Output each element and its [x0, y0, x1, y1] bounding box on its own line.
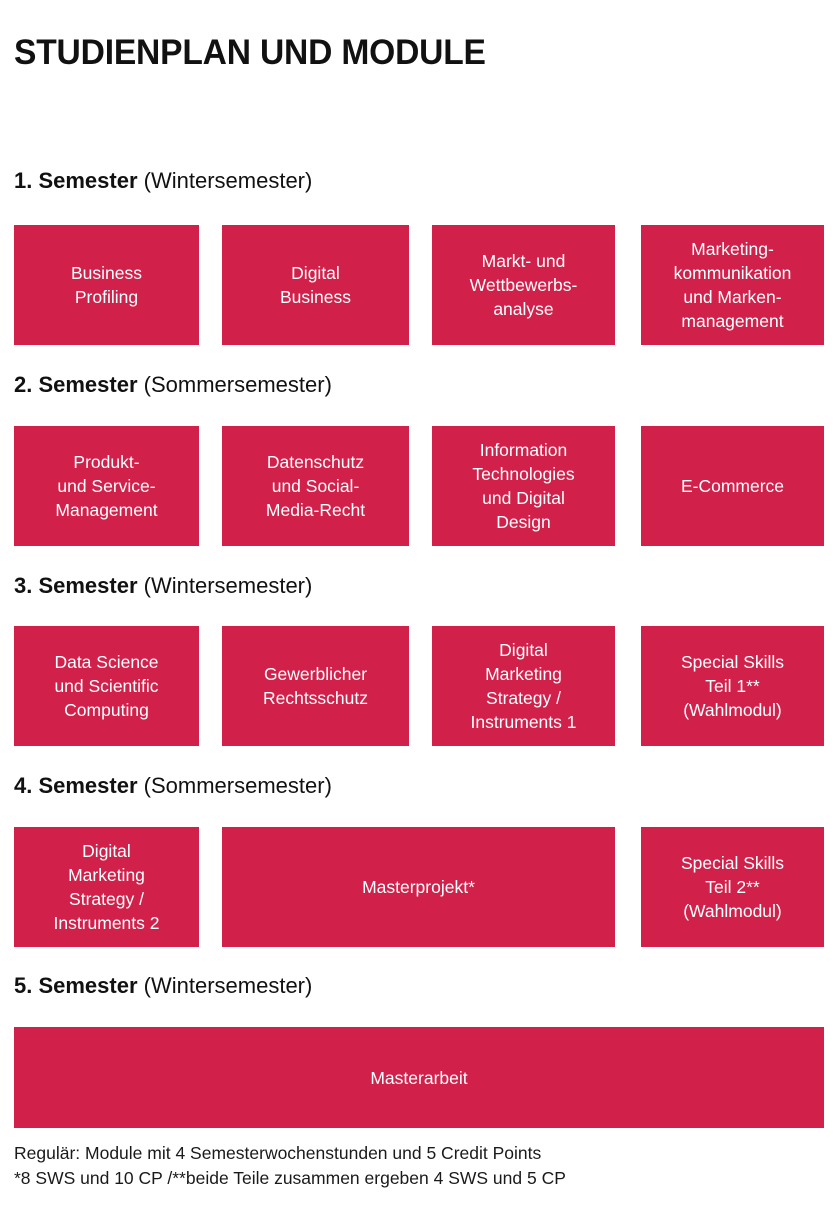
semester-term-3: (Wintersemester): [137, 573, 313, 598]
semester-heading-3: 3. Semester (Wintersemester): [14, 573, 312, 599]
page-title: STUDIENPLAN UND MODULE: [14, 33, 486, 73]
module-box[interactable]: Information Technologies und Digital Des…: [432, 426, 615, 546]
module-label: Digital Business: [279, 263, 351, 307]
semester-term-1: (Wintersemester): [137, 168, 313, 193]
module-label: Markt- und Wettbewerbs- analyse: [469, 251, 578, 319]
module-box[interactable]: Special Skills Teil 2** (Wahlmodul): [641, 827, 824, 947]
module-box[interactable]: Markt- und Wettbewerbs- analyse: [432, 225, 615, 345]
module-label: Marketing- kommunikation und Marken- man…: [673, 239, 792, 331]
module-label: Masterarbeit: [370, 1067, 468, 1088]
footnote-line: Regulär: Module mit 4 Semesterwochenstun…: [14, 1143, 542, 1163]
footnote-line: *8 SWS und 10 CP /**beide Teile zusammen…: [14, 1168, 566, 1188]
module-label: Produkt- und Service- Management: [55, 452, 158, 520]
semester-label-3: 3. Semester: [14, 573, 138, 598]
semester-label-4: 4. Semester: [14, 773, 138, 798]
module-label: Special Skills Teil 2** (Wahlmodul): [680, 853, 785, 921]
module-label: Datenschutz und Social- Media-Recht: [265, 452, 366, 520]
module-box[interactable]: Digital Business: [222, 225, 409, 345]
semester-label-1: 1. Semester: [14, 168, 138, 193]
module-label: Digital Marketing Strategy / Instruments…: [470, 640, 577, 732]
module-box[interactable]: Datenschutz und Social- Media-Recht: [222, 426, 409, 546]
module-label: Business Profiling: [70, 263, 142, 307]
module-label: Special Skills Teil 1** (Wahlmodul): [680, 652, 785, 720]
module-box[interactable]: E-Commerce: [641, 426, 824, 546]
module-label: E-Commerce: [680, 476, 785, 496]
module-box[interactable]: Digital Marketing Strategy / Instruments…: [14, 827, 199, 947]
semester-heading-1: 1. Semester (Wintersemester): [14, 168, 312, 194]
footnotes: Regulär: Module mit 4 Semesterwochenstun…: [14, 1141, 824, 1191]
module-label: Information Technologies und Digital Des…: [472, 440, 575, 532]
module-box-wide[interactable]: Masterprojekt*: [222, 827, 615, 947]
module-box[interactable]: Gewerblicher Rechtsschutz: [222, 626, 409, 746]
module-box[interactable]: Data Science und Scientific Computing: [14, 626, 199, 746]
semester-heading-5: 5. Semester (Wintersemester): [14, 973, 312, 999]
semester-label-5: 5. Semester: [14, 973, 138, 998]
module-box[interactable]: Business Profiling: [14, 225, 199, 345]
semester-label-2: 2. Semester: [14, 372, 138, 397]
semester-term-5: (Wintersemester): [137, 973, 313, 998]
module-label: Digital Marketing Strategy / Instruments…: [53, 841, 160, 933]
semester-term-2: (Sommersemester): [137, 372, 332, 397]
module-box[interactable]: Digital Marketing Strategy / Instruments…: [432, 626, 615, 746]
module-label: Masterprojekt*: [362, 877, 475, 897]
module-label: Data Science und Scientific Computing: [54, 652, 159, 720]
semester-term-4: (Sommersemester): [137, 773, 332, 798]
module-box-full[interactable]: Masterarbeit: [14, 1027, 824, 1128]
module-box[interactable]: Produkt- und Service- Management: [14, 426, 199, 546]
semester-heading-2: 2. Semester (Sommersemester): [14, 372, 332, 398]
module-box[interactable]: Marketing- kommunikation und Marken- man…: [641, 225, 824, 345]
module-label: Gewerblicher Rechtsschutz: [262, 664, 369, 708]
module-box[interactable]: Special Skills Teil 1** (Wahlmodul): [641, 626, 824, 746]
semester-heading-4: 4. Semester (Sommersemester): [14, 773, 332, 799]
